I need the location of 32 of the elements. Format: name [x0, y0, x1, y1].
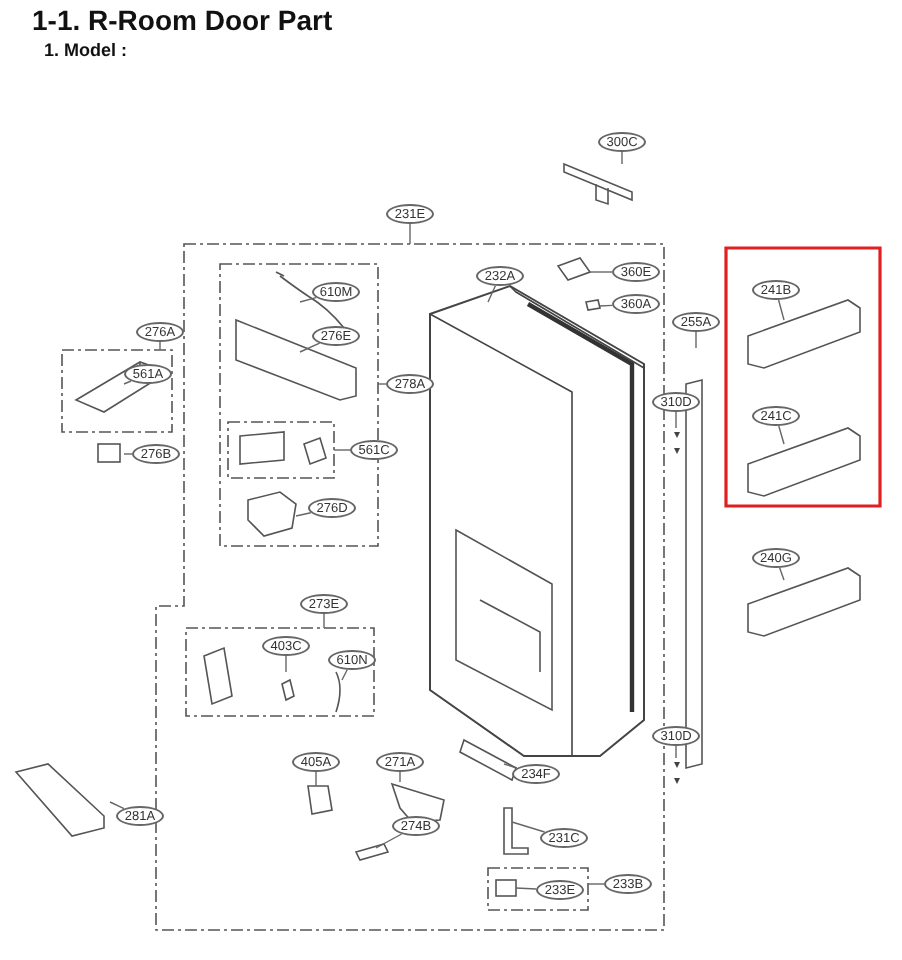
leader-line — [587, 883, 605, 885]
leader-line — [323, 613, 325, 629]
leader-line — [777, 299, 785, 321]
leader-line — [295, 512, 312, 517]
leader-line — [409, 223, 411, 245]
leader-line — [515, 887, 537, 890]
leader-line — [123, 453, 133, 455]
leader-line — [123, 380, 132, 385]
leader-line — [333, 449, 351, 451]
leader-line — [589, 271, 613, 273]
leader-line — [487, 285, 497, 303]
leader-line — [675, 745, 677, 759]
leader-line — [503, 763, 518, 769]
leader-line — [315, 771, 317, 787]
leader-line — [399, 771, 401, 783]
title: 1-1. R-Room Door Part — [32, 4, 333, 36]
leader-line — [285, 655, 287, 673]
leader-line — [109, 801, 125, 810]
model-label: 1. Model : — [44, 40, 128, 60]
leader-line — [299, 342, 321, 353]
leader-line — [341, 669, 348, 681]
leader-line — [299, 296, 317, 303]
leader-line — [375, 833, 403, 849]
leader-line — [778, 425, 785, 445]
leader-line — [675, 411, 677, 429]
leader-line — [159, 341, 161, 351]
leader-line — [599, 304, 613, 307]
leader-line — [695, 331, 697, 349]
leader-line — [621, 151, 623, 165]
leader-line — [377, 383, 387, 385]
leader-line — [511, 821, 546, 833]
leader-line — [778, 567, 785, 581]
